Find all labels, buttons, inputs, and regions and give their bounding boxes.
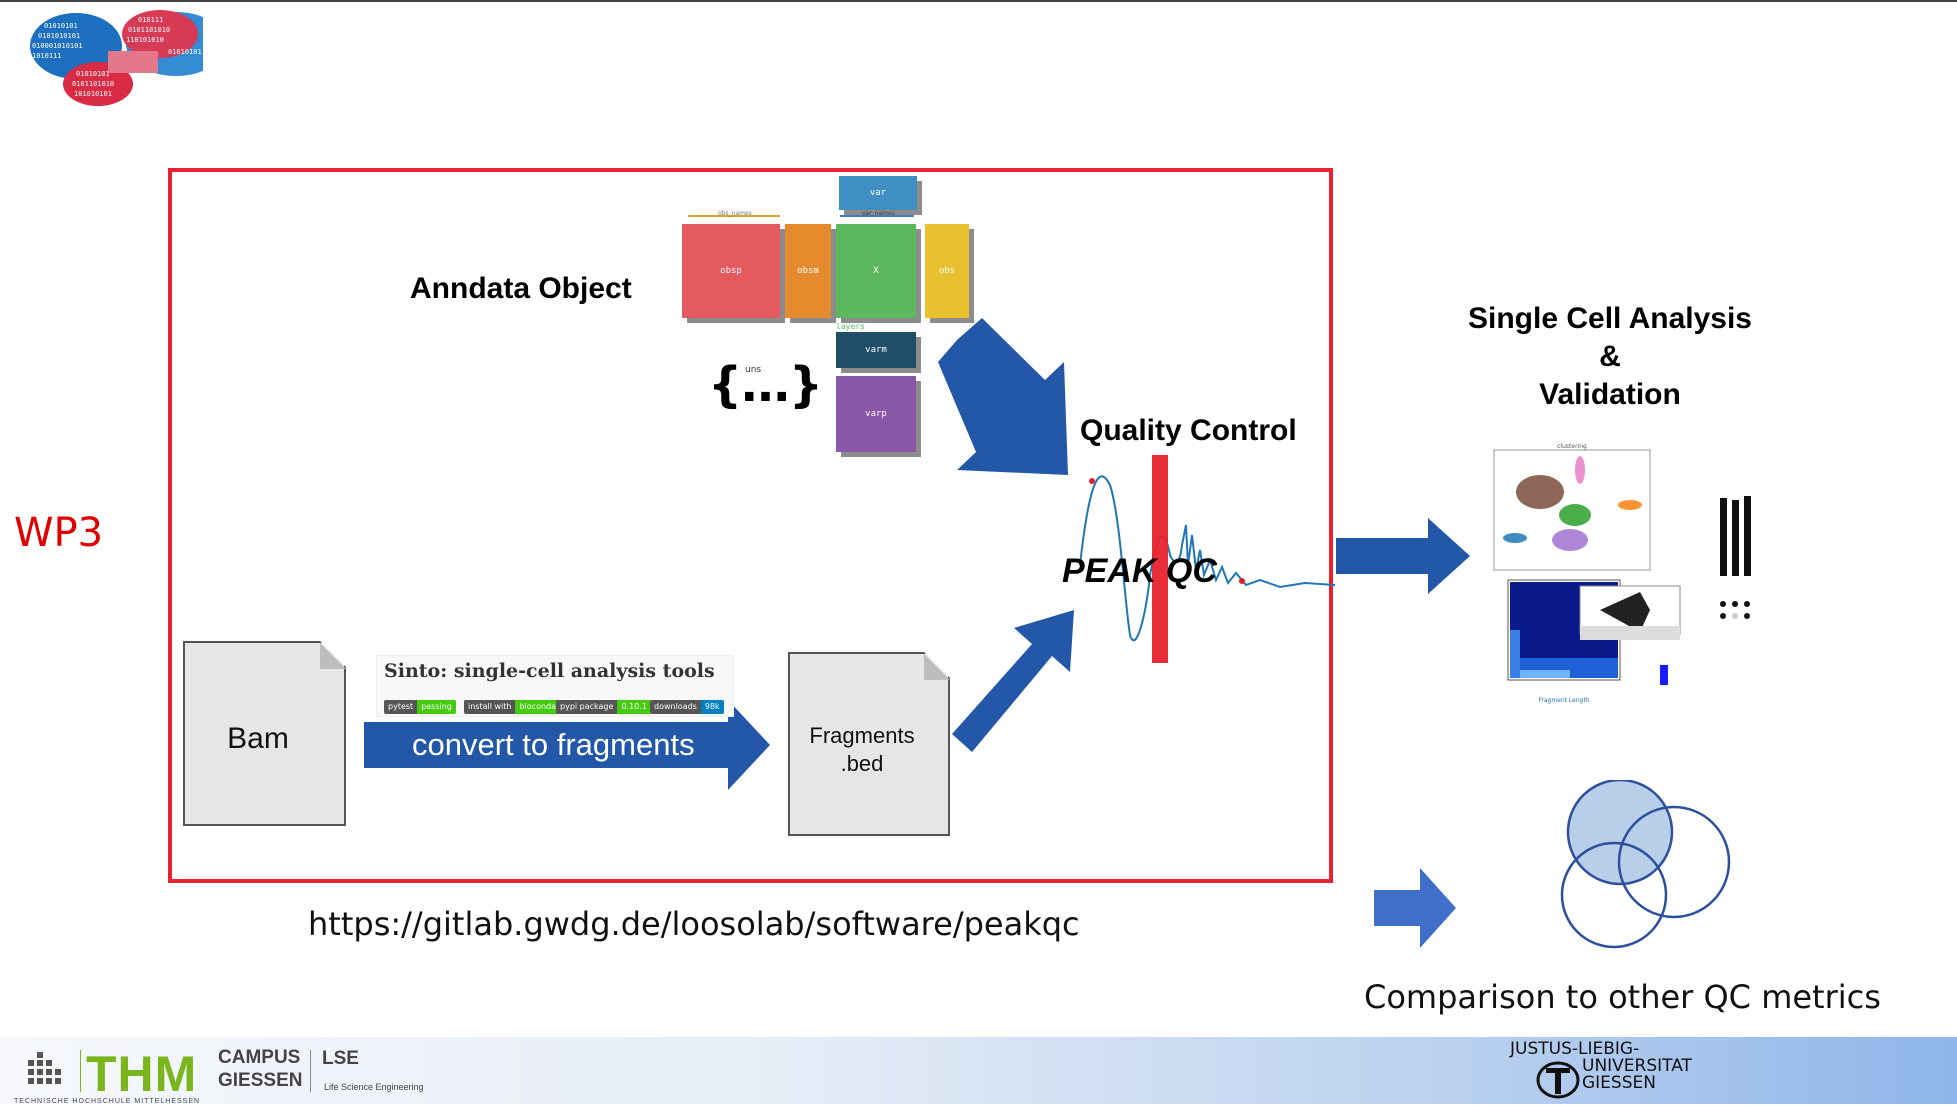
lab-logo: 01010101 0101010101 010001010101 1010111… [30,10,203,106]
sca-title-line1: Single Cell Analysis [1468,302,1752,335]
badge-pypi: pypi package 0.10.1 [556,700,651,714]
uns-brace: {...} [708,357,823,413]
svg-text:101010101: 101010101 [74,90,112,98]
analysis-thumbnail: clustering Fragment Length [1493,443,1751,704]
footer-bar [0,1037,1957,1104]
thumbnail-axis-label: Fragment Length [1538,697,1589,704]
svg-text:1010111: 1010111 [32,52,62,60]
obs-names-line [688,215,780,217]
anndata-x-box: X [836,224,916,318]
lse-label: LSE [322,1048,359,1069]
svg-text:010111: 010111 [138,16,163,24]
var-names-label: var_names [862,210,895,217]
svg-text:01010101: 01010101 [44,22,78,30]
thm-divider [80,1050,81,1092]
svg-text:0101010101: 0101010101 [38,32,80,40]
svg-text:01010101: 01010101 [168,48,202,56]
badge-pytest-left: pytest [384,700,418,714]
to-comparison-arrow [1374,868,1456,948]
fragments-document [788,652,950,836]
anndata-varp-box: varp [836,376,916,452]
comparison-label: Comparison to other QC metrics [1364,978,1881,1016]
convert-label: convert to fragments [412,727,695,762]
peakqc-signal [1079,455,1335,663]
fragments-label-line2: .bed [840,751,884,776]
lse-sublabel: Life Science Engineering [324,1082,424,1092]
campus-label: CAMPUS GIESSEN [218,1046,302,1092]
peakqc-frame [168,168,1333,883]
svg-text:010001010101: 010001010101 [32,42,83,50]
convert-arrow [364,700,770,790]
anndata-obsm-box: obsm [785,224,831,318]
anndata-title: Anndata Object [410,272,632,305]
campus-line1: CAMPUS [218,1047,301,1068]
gitlab-url[interactable]: https://gitlab.gwdg.de/loosolab/software… [308,905,1080,943]
svg-text:01010101: 01010101 [76,70,110,78]
badge-bioconda-right: bioconda [515,700,561,714]
thumbnail-title: clustering [1557,443,1587,450]
fragments-label-line1: Fragments [809,723,915,748]
obs-names-label: obs_names [718,210,752,217]
badge-bioconda: install with bioconda [464,700,561,714]
svg-text:110101010: 110101010 [126,36,164,44]
badge-downloads-left: downloads [650,700,701,714]
bam-document [183,641,346,826]
venn-diagram [1560,780,1731,949]
uns-label: uns [745,365,762,375]
badge-bioconda-left: install with [464,700,516,714]
sca-title-line3: Validation [1539,378,1681,411]
campus-line2: GIESSEN [218,1070,303,1091]
layers-label: layers [836,322,865,331]
sca-title-line2: & [1599,340,1621,373]
bam-label: Bam [227,722,289,755]
anndata-obs-box: obs [925,224,969,318]
fragments-to-qc-arrow [952,610,1074,752]
anndata-varm-box: varm [836,332,916,368]
anndata-obsp-box: obsp [682,224,780,318]
peakqc-label: PEAK QC [1062,552,1217,590]
badge-pypi-left: pypi package [556,700,618,714]
badge-downloads: downloads 98k [650,700,724,714]
badge-pytest-right: passing [417,700,456,714]
top-border [0,0,1957,2]
sinto-title: Sinto: single-cell analysis tools [384,660,715,682]
svg-text:0101101010: 0101101010 [72,80,114,88]
var-names-line [840,215,914,217]
badge-downloads-right: 98k [700,700,724,714]
jlu-label: JUSTUS-LIEBIG- UNIVERSITAT GIESSEN [1510,1041,1692,1092]
thm-sublabel: TECHNISCHE HOCHSCHULE MITTELHESSEN [14,1098,201,1105]
badge-pytest: pytest passing [384,700,456,714]
svg-text:0101101010: 0101101010 [128,26,170,34]
to-analysis-arrow [1336,518,1470,594]
badge-pypi-right: 0.10.1 [617,700,651,714]
jlu-emblem-icon [1536,1061,1580,1099]
qc-title: Quality Control [1080,414,1297,447]
anndata-to-qc-arrow [938,318,1068,475]
thm-logo-text: THM [86,1046,198,1102]
lse-divider [310,1050,311,1092]
jlu-line2: UNIVERSITAT [1582,1056,1692,1076]
jlu-line1: JUSTUS-LIEBIG- [1510,1039,1640,1059]
thm-dot-grid-icon [28,1052,61,1084]
anndata-var-box: var [839,176,917,210]
work-package-label: WP3 [14,510,104,556]
sca-title: Single Cell Analysis & Validation [1440,300,1780,414]
jlu-line3: GIESSEN [1582,1073,1656,1093]
